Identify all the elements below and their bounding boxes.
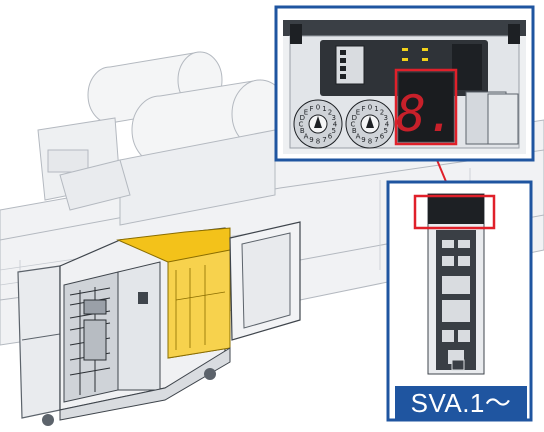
dial-right-digit: 2	[380, 109, 384, 117]
dial-right-digit: A	[356, 133, 361, 141]
dial-right-digit: F	[361, 105, 365, 113]
dial-left-digit: B	[300, 127, 305, 135]
dial-right-digit: 5	[383, 127, 387, 135]
module-highlight-box	[413, 194, 496, 230]
dial-left-digit: 6	[328, 133, 333, 141]
dial-right-digit: E	[356, 109, 360, 117]
dial-left-digit: A	[304, 133, 309, 141]
dial-left-digit: 1	[322, 105, 326, 113]
dial-left-digit: D	[300, 114, 305, 122]
dial-right-digit: 7	[374, 136, 378, 144]
dial-left-digit: 0	[316, 104, 320, 112]
dial-left-digit: 4	[333, 121, 338, 129]
dial-left-digit: 8	[316, 138, 320, 146]
dial-right-digit: 6	[380, 133, 385, 141]
dial-right-digit: C	[351, 121, 356, 129]
dial-right-digit: B	[352, 127, 357, 135]
model-caption: SVA.1～	[395, 386, 527, 420]
dial-right-digit: 3	[383, 114, 387, 122]
dial-left-digit: 3	[331, 114, 335, 122]
servo-module-panel	[386, 180, 533, 422]
dial-right-digit: D	[352, 114, 357, 122]
control-cabinet	[17, 221, 301, 426]
dial-left-digit: E	[304, 109, 308, 117]
dial-left-digit: 2	[328, 109, 332, 117]
dial-left-digit: 5	[331, 127, 335, 135]
dial-left-digit: C	[299, 121, 304, 129]
dial-right-digit: 9	[361, 136, 365, 144]
dial-left-digit: 7	[322, 136, 326, 144]
seven-segment-display: 8.	[396, 85, 456, 143]
dial-left-digit: 9	[309, 136, 313, 144]
display-highlight-box	[394, 68, 458, 146]
dial-right-digit: 8	[368, 138, 372, 146]
dial-right-digit: 4	[385, 121, 390, 129]
dial-left-digit: F	[309, 105, 313, 113]
dial-right-digit: 1	[374, 105, 378, 113]
dial-right-digit: 0	[368, 104, 372, 112]
